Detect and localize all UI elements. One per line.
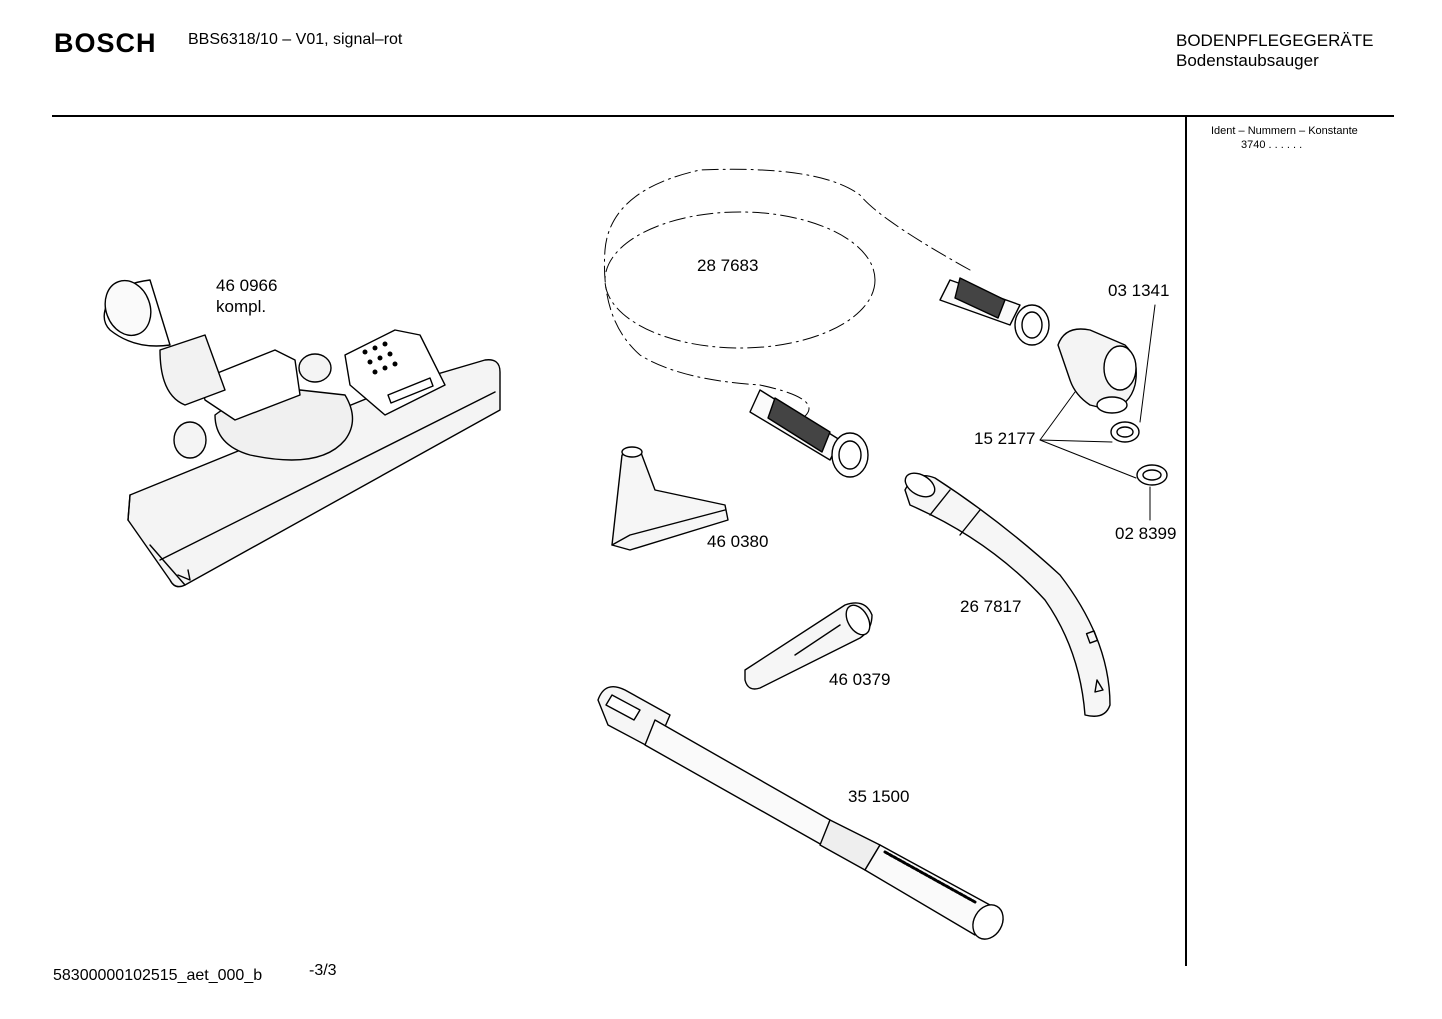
part-note-kompl: kompl. [216,297,267,316]
crevice-nozzle-drawing [744,602,873,690]
brand-logo: BOSCH [54,28,157,58]
page-number: -3/3 [309,962,337,979]
floor-nozzle-drawing [103,279,501,588]
upholstery-nozzle-drawing [611,446,729,551]
header-rule [52,115,1394,117]
part-label-28-7683: 28 7683 [697,256,759,275]
hose-drawing [603,168,1050,478]
document-id: 58300000102515_aet_000_b [53,967,263,984]
part-label-26-7817: 26 7817 [960,597,1022,616]
sidebar-divider [1185,116,1187,966]
ident-value: 3740 . . . . . . [1241,139,1303,151]
part-label-15-2177: 15 2177 [974,429,1036,448]
part-label-35-1500: 35 1500 [848,787,910,806]
model-title: BBS6318/10 – V01, signal–rot [188,31,403,48]
category-title: BODENPFLEGEGERÄTE [1176,31,1374,50]
handle-tube-drawing [904,472,1111,717]
part-label-46-0379: 46 0379 [829,670,891,689]
part-label-03-1341: 03 1341 [1108,281,1170,300]
telescopic-tube-drawing [597,686,1004,940]
part-label-46-0380: 46 0380 [707,532,769,551]
subcategory-title: Bodenstaubsauger [1176,51,1319,70]
elbow-fitting-drawing [1039,304,1168,521]
part-label-02-8399: 02 8399 [1115,524,1177,543]
part-label-46-0966: 46 0966 [216,276,278,295]
ident-label: Ident – Nummern – Konstante [1211,125,1358,137]
